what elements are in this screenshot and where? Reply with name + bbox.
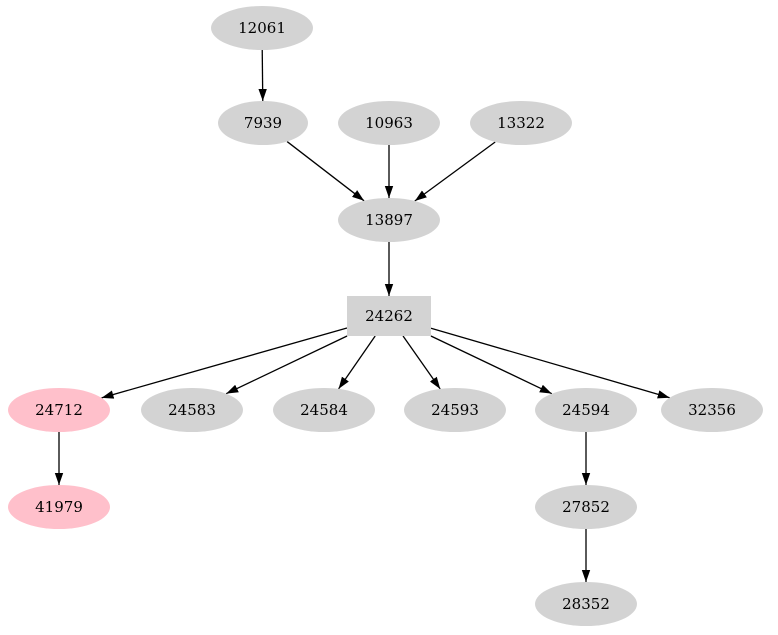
node-label: 12061 xyxy=(238,19,286,37)
node-shape-ellipse xyxy=(273,388,375,432)
node-24583: 24583 xyxy=(141,388,243,432)
node-label: 13322 xyxy=(497,114,545,132)
node-shape-ellipse xyxy=(470,101,572,145)
node-label: 24584 xyxy=(300,401,348,419)
node-shape-ellipse xyxy=(338,198,440,242)
node-shape-ellipse xyxy=(8,388,110,432)
node-shape-ellipse xyxy=(661,388,763,432)
edge-24262-24583 xyxy=(225,335,348,395)
node-shape-ellipse xyxy=(535,485,637,529)
node-32356: 32356 xyxy=(661,388,763,432)
node-label: 24594 xyxy=(562,401,610,419)
node-label: 24583 xyxy=(168,401,216,419)
node-28352: 28352 xyxy=(535,582,637,626)
edge-24262-32356 xyxy=(430,327,670,399)
edge-24262-24712 xyxy=(101,327,348,399)
node-24584: 24584 xyxy=(273,388,375,432)
node-24262: 24262 xyxy=(347,296,431,336)
node-label: 24712 xyxy=(35,401,83,419)
node-shape-ellipse xyxy=(218,101,308,145)
node-label: 7939 xyxy=(244,114,282,132)
node-7939: 7939 xyxy=(218,101,308,145)
node-13322: 13322 xyxy=(470,101,572,145)
node-shape-ellipse xyxy=(338,101,440,145)
node-27852: 27852 xyxy=(535,485,637,529)
edge-12061-7939 xyxy=(258,49,267,102)
edge-24262-24594 xyxy=(430,335,553,395)
node-24712: 24712 xyxy=(8,388,110,432)
node-41979: 41979 xyxy=(8,485,110,529)
node-shape-ellipse xyxy=(535,388,637,432)
node-shape-rect xyxy=(347,296,431,336)
node-shape-ellipse xyxy=(535,582,637,626)
node-label: 27852 xyxy=(562,498,610,516)
edge-7939-13897 xyxy=(286,141,365,202)
node-shape-ellipse xyxy=(8,485,110,529)
node-label: 24593 xyxy=(431,401,479,419)
node-24594: 24594 xyxy=(535,388,637,432)
node-24593: 24593 xyxy=(404,388,506,432)
node-label: 41979 xyxy=(35,498,83,516)
node-shape-ellipse xyxy=(141,388,243,432)
edge-24262-24593 xyxy=(402,335,441,390)
node-label: 32356 xyxy=(688,401,736,419)
edge-13322-13897 xyxy=(414,141,496,202)
node-label: 28352 xyxy=(562,595,610,613)
node-13897: 13897 xyxy=(338,198,440,242)
node-shape-ellipse xyxy=(211,6,313,50)
node-label: 10963 xyxy=(365,114,413,132)
node-10963: 10963 xyxy=(338,101,440,145)
node-12061: 12061 xyxy=(211,6,313,50)
node-shape-ellipse xyxy=(404,388,506,432)
node-label: 13897 xyxy=(365,211,413,229)
edge-24262-24584 xyxy=(338,335,376,390)
node-label: 24262 xyxy=(365,307,413,325)
